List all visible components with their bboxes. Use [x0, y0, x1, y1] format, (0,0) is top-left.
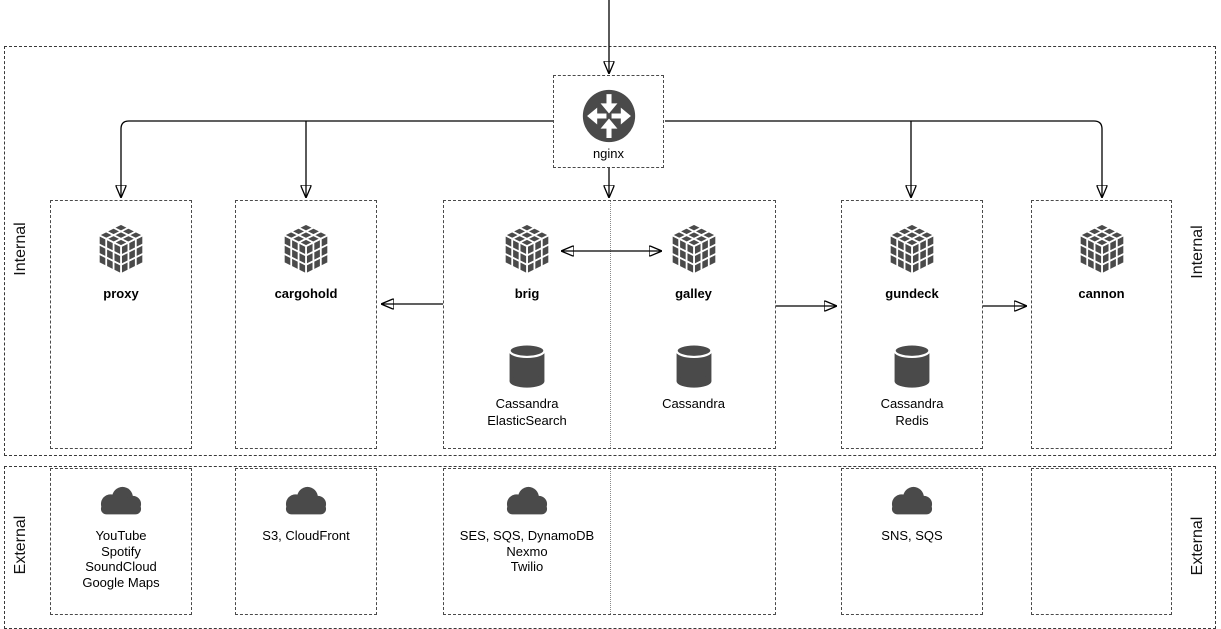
external-service-label: SoundCloud [85, 559, 157, 574]
service-label-cannon: cannon [1078, 286, 1125, 301]
external-service-label: YouTube [95, 528, 147, 543]
router-icon [582, 89, 635, 143]
external-service-label: SES, SQS, DynamoDB [459, 528, 595, 543]
cube-icon [97, 223, 145, 275]
cloud-icon [100, 486, 142, 515]
node-cannon[interactable]: cannon [1031, 200, 1172, 449]
internal-zone-box [4, 46, 1216, 456]
database-icon [893, 343, 931, 389]
service-label-brig: brig [514, 286, 540, 301]
node-brig-galley[interactable]: brig Cassandra ElasticSearch galley Cass… [443, 200, 776, 449]
datastore-label: Redis [895, 412, 929, 428]
node-external-cargohold[interactable]: S3, CloudFront [235, 468, 377, 615]
subcolumn-galley: galley Cassandra [610, 201, 777, 448]
datastore-label: ElasticSearch [487, 412, 567, 428]
cloud-icon [891, 486, 933, 515]
node-nginx[interactable]: nginx [553, 75, 664, 168]
external-zone-label-right: External [1189, 516, 1206, 576]
internal-zone-label-left: Internal [12, 222, 29, 276]
node-external-proxy[interactable]: YouTube Spotify SoundCloud Google Maps [50, 468, 192, 615]
external-brig-content: SES, SQS, DynamoDB Nexmo Twilio [444, 469, 610, 614]
nginx-label: nginx [592, 146, 625, 161]
external-service-label: Spotify [101, 543, 141, 559]
external-service-label: S3, CloudFront [262, 528, 350, 543]
cube-icon [888, 223, 936, 275]
cube-icon [670, 223, 717, 275]
cloud-icon [506, 486, 548, 515]
datastore-label: Cassandra [662, 396, 725, 411]
subcolumn-brig: brig Cassandra ElasticSearch [444, 201, 610, 448]
database-icon [674, 343, 713, 389]
brig-datastores: Cassandra ElasticSearch [444, 343, 610, 429]
node-external-gundeck[interactable]: SNS, SQS [841, 468, 983, 615]
external-zone-label-left: External [12, 515, 29, 575]
service-label-proxy: proxy [103, 286, 139, 301]
datastore-label: Cassandra [495, 396, 559, 411]
database-icon [508, 343, 546, 389]
galley-datastores: Cassandra [610, 343, 777, 413]
node-cargohold[interactable]: cargohold [235, 200, 377, 449]
external-brig-galley-divider [610, 469, 611, 614]
node-external-brig-galley[interactable]: SES, SQS, DynamoDB Nexmo Twilio [443, 468, 776, 615]
gundeck-datastores: Cassandra Redis [842, 343, 982, 429]
service-label-gundeck: gundeck [885, 286, 939, 301]
cloud-icon [285, 486, 327, 515]
node-external-cannon[interactable] [1031, 468, 1172, 615]
cube-icon [503, 223, 551, 275]
brig-galley-divider [610, 201, 611, 448]
internal-zone-label-right: Internal [1189, 225, 1206, 279]
cube-icon [1078, 223, 1125, 275]
service-label-galley: galley [675, 286, 712, 301]
datastore-label: Cassandra [880, 396, 944, 411]
service-label-cargohold: cargohold [274, 286, 338, 301]
external-service-label: Google Maps [82, 574, 160, 590]
external-service-label: SNS, SQS [881, 528, 943, 543]
cube-icon [282, 223, 330, 275]
node-gundeck[interactable]: gundeck Cassandra Redis [841, 200, 983, 449]
external-service-label: Twilio [510, 559, 544, 574]
external-service-label: Nexmo [506, 543, 548, 559]
node-proxy[interactable]: proxy [50, 200, 192, 449]
